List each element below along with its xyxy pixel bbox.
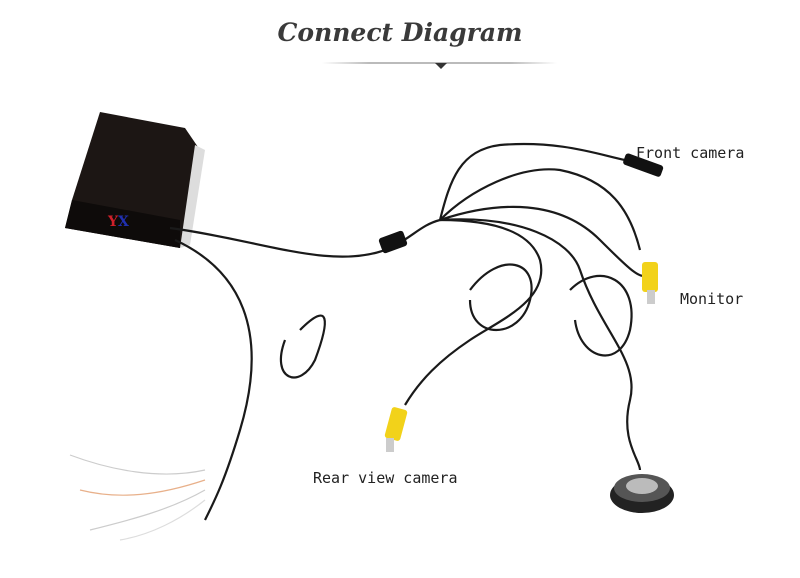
rear-camera-rca-connector [384,407,408,452]
yx-logo: YX [108,214,129,230]
page-title: Connect Diagram [277,18,523,47]
monitor-rca-connector [642,262,658,304]
cables [169,142,651,521]
label-monitor: Monitor [680,290,744,308]
label-rear-view-camera: Rear view camera [313,469,458,487]
buzzer [610,474,674,513]
label-front-camera: Front camera [636,144,745,162]
control-box [65,112,205,248]
power-wires [69,454,206,541]
front-camera-connector [623,153,664,177]
down-arrow-icon [435,63,447,69]
